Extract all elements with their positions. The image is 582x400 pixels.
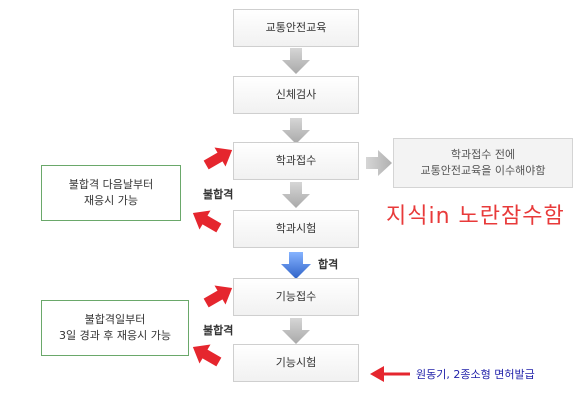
down-arrow-icon — [282, 48, 310, 74]
fail-label: 불합격 — [203, 324, 234, 337]
fail-note-written: 불합격 다음날부터 재응시 가능 — [41, 165, 181, 221]
fail-note-skill: 불합격일부터 3일 경과 후 재응시 가능 — [41, 300, 189, 356]
fail-label: 불합격 — [203, 188, 234, 201]
watermark-text: 지식in 노란잠수함 — [386, 204, 565, 229]
prerequisite-note: 학과접수 전에 교통안전교육을 이수해야함 — [393, 138, 573, 188]
down-arrow-icon — [282, 182, 310, 208]
step-skill-registration: 기능접수 — [233, 278, 359, 316]
pass-arrow-icon — [281, 252, 311, 279]
step-written-test: 학과시험 — [233, 210, 359, 248]
left-arrow-icon — [370, 366, 410, 382]
red-arrow-icon — [203, 147, 233, 170]
red-arrow-icon — [203, 285, 233, 308]
step-written-registration: 학과접수 — [233, 142, 359, 180]
right-arrow-icon — [366, 150, 392, 176]
license-caption: 원동기, 2종소형 면허발급 — [416, 368, 535, 381]
pass-label: 합격 — [318, 258, 339, 271]
step-physical-exam: 신체검사 — [233, 76, 359, 114]
red-arrow-icon — [192, 210, 222, 233]
step-traffic-safety-education: 교통안전교육 — [233, 9, 359, 47]
red-arrow-icon — [192, 344, 222, 367]
down-arrow-icon — [282, 318, 310, 344]
step-skill-test: 기능시험 — [233, 344, 359, 382]
down-arrow-icon — [282, 118, 310, 144]
